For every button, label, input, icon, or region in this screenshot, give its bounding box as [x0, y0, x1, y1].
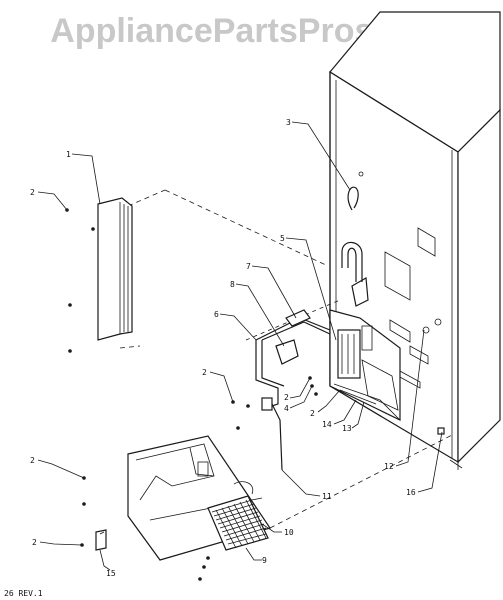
callout-14: 14	[322, 420, 332, 429]
callouts: 1 2 3 5 7 8 6 2 2 4 2 14 13 12 16 11 10 …	[30, 118, 416, 578]
callout-2f: 2	[32, 538, 37, 547]
callout-15: 15	[106, 569, 116, 578]
callout-16: 16	[406, 488, 416, 497]
callout-11: 11	[322, 492, 332, 501]
part-16-clip	[437, 427, 445, 435]
callout-10: 10	[284, 528, 294, 537]
callout-1: 1	[66, 150, 71, 159]
cord-loop	[347, 186, 359, 211]
callout-13: 13	[342, 424, 352, 433]
part-1-side-panel	[97, 197, 133, 341]
part-9-grille	[207, 495, 269, 551]
leader-lines	[37, 121, 443, 571]
callout-3: 3	[286, 118, 291, 127]
callout-12: 12	[384, 462, 394, 471]
callout-2a: 2	[30, 188, 35, 197]
clip	[261, 397, 273, 411]
callout-2d: 2	[310, 409, 315, 418]
part-7-fitting	[285, 309, 311, 327]
callout-5: 5	[280, 234, 285, 243]
callout-7: 7	[246, 262, 251, 271]
callout-2b: 2	[202, 368, 207, 377]
screws	[65, 208, 445, 581]
callout-4: 4	[284, 404, 289, 413]
callout-2c: 2	[284, 393, 289, 402]
part-8-bracket	[275, 339, 299, 365]
revision-label: 26 REV.1	[4, 589, 43, 598]
callout-9: 9	[262, 556, 267, 565]
refrigerator-cabinet	[329, 11, 501, 470]
callout-2e: 2	[30, 456, 35, 465]
part-6-tube-assembly	[255, 309, 331, 471]
part-15-plate	[95, 529, 107, 551]
callout-6: 6	[214, 310, 219, 319]
callout-8: 8	[230, 280, 235, 289]
